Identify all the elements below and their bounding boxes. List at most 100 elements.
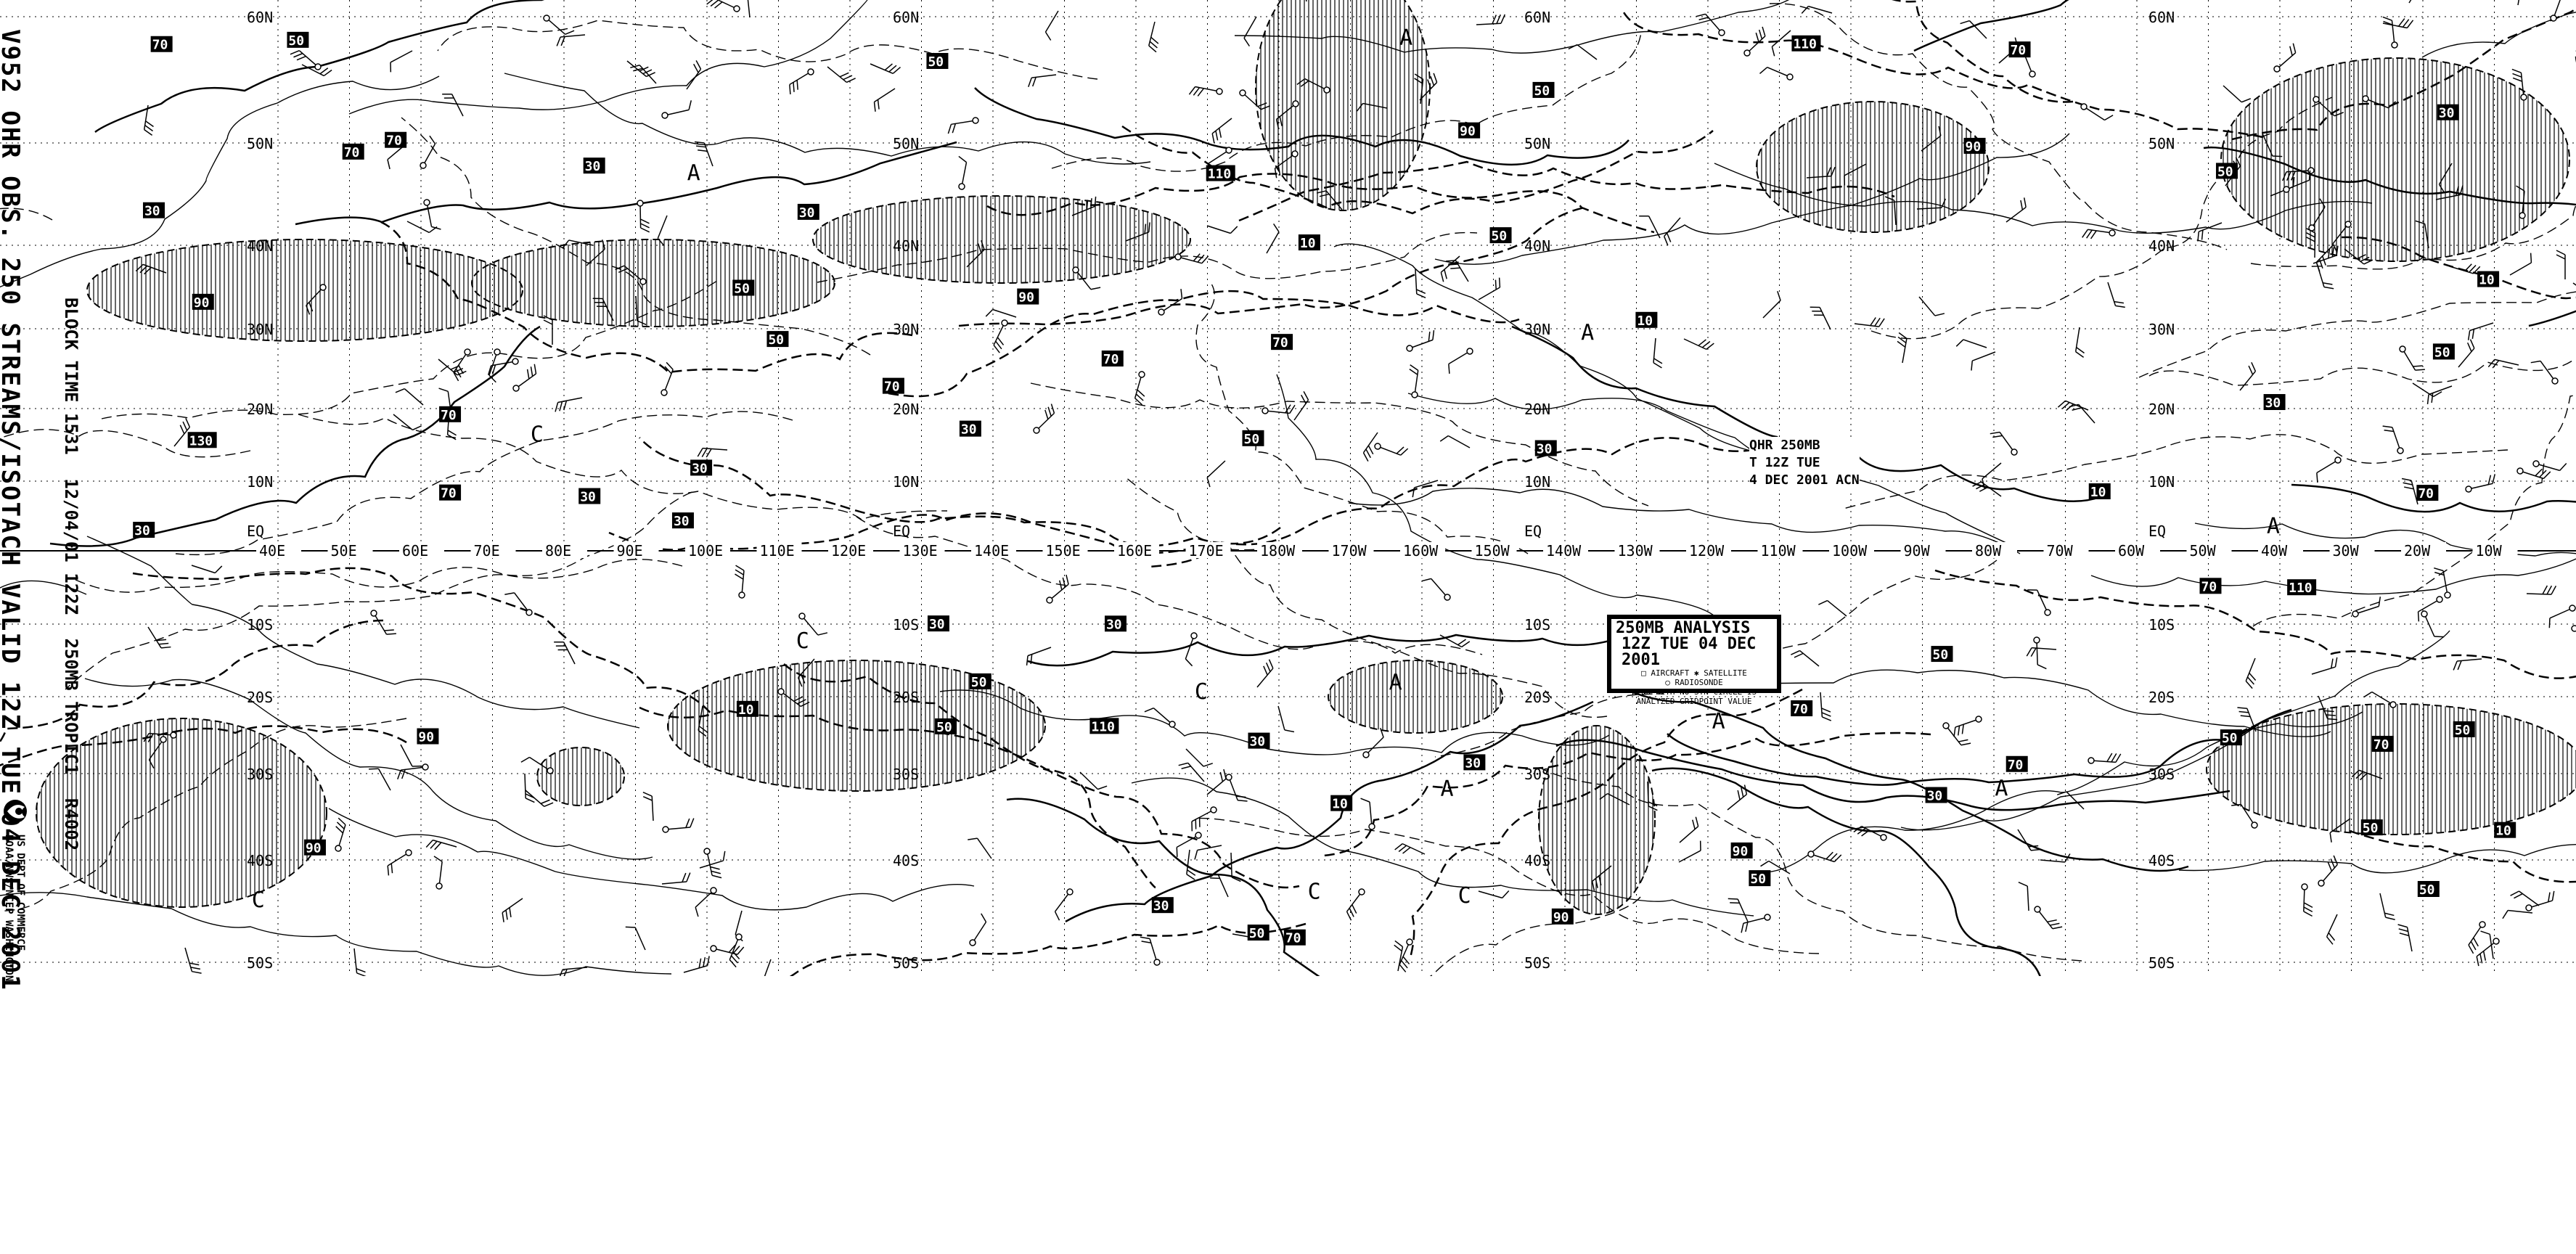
barb-shaft: [1185, 748, 1204, 767]
barb-shaft: [2418, 599, 2440, 612]
barb-feather: [2479, 954, 2483, 964]
barb-feather: [1416, 289, 1426, 295]
barb-feather: [1874, 317, 1881, 327]
barb-feather: [639, 66, 649, 72]
barb-feather: [2548, 892, 2551, 902]
barb-feather: [1771, 46, 1775, 57]
longitude-label-bg: [685, 542, 730, 558]
barb-feather: [640, 223, 650, 229]
barb-shaft: [393, 414, 413, 430]
barb-shaft: [976, 837, 992, 859]
barb-feather: [1219, 771, 1224, 782]
radiosonde-circle-icon: [1066, 888, 1074, 896]
wind-barb: [761, 959, 772, 976]
isotach-label: 110: [2289, 581, 2313, 596]
barb-feather: [1289, 404, 1296, 414]
barb-feather: [2331, 247, 2334, 257]
streamline: [0, 619, 384, 743]
barb-feather: [1971, 361, 1974, 371]
barb-feather: [2413, 365, 2423, 367]
barb-feather: [2482, 951, 2487, 961]
barb-feather: [443, 97, 454, 99]
barb-shaft: [2315, 99, 2335, 117]
barb-feather: [454, 367, 464, 373]
barb-feather: [1938, 126, 1942, 136]
barb-feather: [1367, 445, 1374, 455]
isotach-label: 70: [2011, 43, 2027, 58]
isotach-label: 50: [1933, 647, 1949, 663]
longitude-label-bg: [1400, 542, 1445, 558]
barb-feather: [1181, 766, 1191, 769]
barb-shaft: [2412, 382, 2434, 398]
isotach-label: 30: [580, 490, 596, 505]
isotach-label: 70: [884, 380, 900, 395]
barb-feather: [530, 366, 533, 377]
barb-feather: [1759, 67, 1768, 74]
barb-feather: [615, 265, 625, 271]
anticyclone-center: A: [1389, 671, 1402, 696]
isotach-label-box: [2008, 41, 2031, 58]
isotach-label-box: [1749, 870, 1771, 887]
wind-barb: [2239, 362, 2257, 391]
wind-barb: [2556, 250, 2566, 279]
radiosonde-circle-icon: [661, 389, 668, 396]
isotach-label-box: [439, 484, 462, 501]
isotach-label: 50: [1492, 229, 1508, 244]
barb-feather: [1188, 86, 1196, 95]
wind-barb: [335, 817, 346, 852]
isotach-label: 50: [2217, 164, 2233, 179]
barb-feather: [2471, 329, 2475, 340]
barb-feather: [1054, 911, 1060, 921]
barb-shaft: [1027, 647, 1052, 657]
barb-feather: [1400, 448, 1409, 456]
legend-radiosonde: RADIOSONDE: [1675, 678, 1723, 687]
barb-feather: [2316, 472, 2318, 483]
barb-feather: [1961, 724, 1964, 734]
barb-feather: [2415, 369, 2425, 371]
barb-feather: [698, 725, 708, 733]
streamline: [1195, 281, 1529, 554]
longitude-label-bg: [1185, 542, 1231, 558]
barb-feather: [2556, 250, 2566, 255]
isotach-label: 10: [1637, 314, 1653, 329]
barb-feather: [565, 30, 575, 35]
radiosonde-circle-icon: [512, 385, 520, 392]
barb-feather: [1758, 29, 1763, 40]
wind-barb: [1296, 78, 1330, 94]
barb-feather: [1265, 662, 1271, 672]
barb-feather: [2075, 351, 2085, 358]
barb-shaft: [686, 68, 702, 90]
latitude-label: 10N: [893, 473, 919, 491]
streamline: [1238, 160, 1895, 222]
isotach-max-region: [2220, 57, 2570, 262]
barb-feather: [2398, 18, 2405, 27]
block-date: 12/04/01 122Z: [61, 478, 81, 615]
legend-symbols: □ AIRCRAFT ✱ SATELLITE ○ RADIOSONDE WIND…: [1616, 668, 1772, 706]
barb-shaft: [2316, 263, 2325, 287]
barb-feather: [601, 239, 605, 250]
barb-feather: [293, 52, 303, 58]
barb-shaft: [2469, 322, 2494, 332]
barb-shaft: [1982, 462, 2002, 480]
wind-barb: [520, 756, 554, 774]
barb-feather: [664, 366, 672, 374]
longitude-label-bg: [1543, 542, 1588, 558]
barb-feather: [2363, 691, 2373, 698]
barb-feather: [2476, 956, 2479, 967]
barb-feather: [1433, 73, 1438, 83]
barb-shaft: [2553, 0, 2563, 19]
longitude-label-bg: [828, 542, 873, 558]
barb-shaft: [2519, 470, 2544, 480]
barb-shaft: [1819, 307, 1831, 330]
barb-feather: [800, 673, 806, 684]
wind-barb: [1125, 222, 1150, 242]
radiosonde-circle-icon: [1743, 49, 1751, 57]
barb-feather: [2514, 893, 2523, 899]
wind-barb: [947, 117, 979, 134]
latitude-label: 20S: [893, 689, 919, 706]
wind-barb: [1476, 14, 1506, 25]
radiosonde-circle-icon: [2516, 467, 2524, 475]
barb-feather: [2241, 98, 2252, 103]
barb-feather: [1193, 253, 1201, 262]
barb-shaft: [1737, 898, 1749, 922]
